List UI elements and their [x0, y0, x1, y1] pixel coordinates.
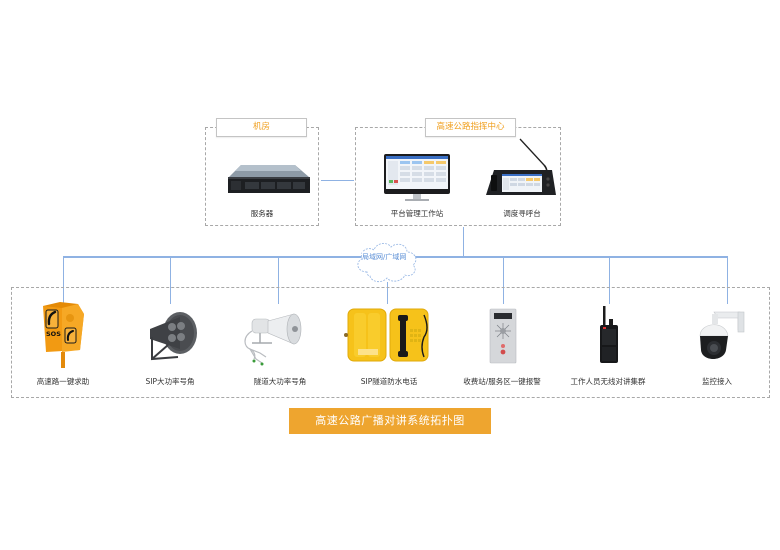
connector-cloud-to-devices — [387, 282, 388, 304]
horn-speaker-dark-icon — [150, 312, 197, 361]
walkie-talkie-icon — [600, 306, 618, 363]
server-icon — [228, 165, 310, 193]
waterproof-phone-label: SIP隧道防水电话 — [360, 377, 418, 386]
drop-line-7 — [727, 256, 728, 304]
drop-line-1 — [63, 256, 64, 304]
paging-console-label: 调度寻呼台 — [503, 209, 541, 218]
machine-room-title: 机房 — [216, 118, 307, 137]
server-label: 服务器 — [250, 209, 274, 218]
drop-line-3 — [278, 256, 279, 304]
drop-line-2 — [170, 256, 171, 304]
ptz-camera-icon — [699, 311, 745, 359]
drop-line-6 — [609, 256, 610, 304]
horn-speaker-white-label: 隧道大功率号角 — [253, 377, 307, 386]
horn-speaker-white-icon — [244, 313, 302, 366]
endpoints-box — [11, 287, 770, 398]
connector-machine-room-to-center — [321, 180, 354, 181]
cloud-icon — [357, 243, 417, 283]
svg-text:SOS: SOS — [46, 330, 61, 338]
command-center-title: 高速公路指挥中心 — [425, 118, 516, 137]
waterproof-phone-icon — [344, 308, 429, 362]
network-label: 局域网/广域网 — [362, 252, 407, 262]
connector-center-to-bus — [463, 227, 464, 256]
monitor-icon — [384, 154, 450, 201]
monitor-label: 平台管理工作站 — [390, 209, 444, 218]
paging-console-icon — [486, 138, 556, 195]
alarm-panel-icon — [489, 308, 517, 364]
alarm-panel-label: 收费站/服务区一键报警 — [463, 377, 541, 386]
walkie-talkie-label: 工作人员无线对讲集群 — [570, 377, 646, 386]
drop-line-5 — [503, 256, 504, 304]
sos-callbox-icon: SOS — [43, 302, 84, 368]
horn-speaker-dark-label: SIP大功率号角 — [145, 377, 195, 386]
ptz-camera-label: 监控接入 — [702, 377, 732, 386]
diagram-title-banner: 高速公路广播对讲系统拓扑图 — [289, 408, 491, 434]
sos-callbox-label: 高速路一键求助 — [36, 377, 90, 386]
